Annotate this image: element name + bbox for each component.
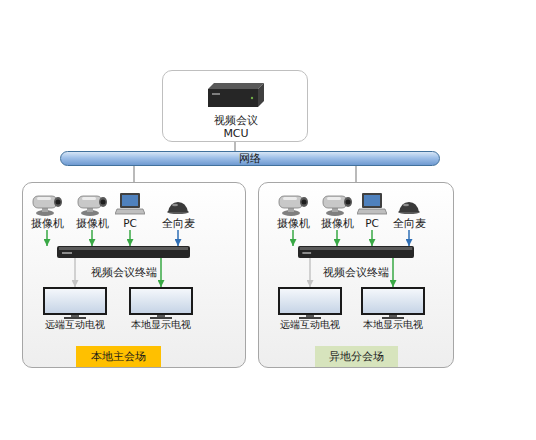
device-label: PC [348, 217, 396, 230]
microphone-icon [166, 200, 190, 214]
tv-icon [43, 287, 107, 319]
terminal-node: 视频会议终端 [57, 246, 190, 258]
mcu-box: 视频会议 MCU [162, 70, 308, 142]
tv-icon [277, 287, 343, 319]
terminal-icon [57, 246, 190, 258]
microphone-node: 全向麦 [158, 192, 198, 230]
camera-icon [319, 192, 355, 216]
laptop-icon [357, 193, 387, 214]
venue-box: 本地主会场摄像机摄像机PC全向麦视频会议终端远端互动电视本地显示电视 [22, 182, 246, 368]
mcu-device [208, 83, 264, 107]
tv-node: 远端互动电视 [277, 287, 343, 331]
venue-tag: 本地主会场 [76, 346, 161, 367]
node-label: 视频会议 MCU [208, 114, 264, 140]
device-label: 摄像机 [311, 217, 363, 230]
tv-label: 远端互动电视 [273, 318, 347, 331]
laptop-icon [115, 193, 145, 214]
camera-icon [74, 192, 110, 216]
tv-icon [360, 287, 426, 319]
venue-tag: 异地分会场 [315, 346, 398, 367]
laptop-icon [115, 192, 145, 216]
tv-node: 本地显示电视 [128, 287, 194, 331]
camera-icon [275, 192, 311, 216]
device-label: 摄像机 [66, 217, 118, 230]
laptop-icon [357, 192, 387, 216]
microphone-icon [167, 202, 189, 214]
network-label: 网络 [61, 152, 439, 165]
venue-box: 异地分会场摄像机摄像机PC全向麦视频会议终端远端互动电视本地显示电视 [258, 182, 454, 368]
camera-node: 摄像机 [317, 192, 357, 230]
microphone-icon [398, 202, 420, 214]
terminal-label: 视频会议终端 [57, 266, 190, 279]
terminal-icon [57, 246, 190, 258]
camera-icon [78, 196, 107, 216]
tv-icon [128, 287, 194, 319]
tv-icon [42, 287, 108, 319]
terminal-icon [298, 246, 414, 258]
pc-node: PC [112, 192, 148, 230]
tv-label: 远端互动电视 [38, 318, 112, 331]
tv-label: 本地显示电视 [124, 318, 198, 331]
camera-icon [279, 196, 308, 216]
device-label: 全向麦 [383, 217, 435, 230]
device-label: PC [106, 217, 154, 230]
device-label: 全向麦 [152, 217, 204, 230]
pc-node: PC [354, 192, 390, 230]
tv-label: 本地显示电视 [356, 318, 430, 331]
camera-icon [29, 192, 65, 216]
network-link [133, 166, 134, 182]
camera-node: 摄像机 [72, 192, 112, 230]
tv-icon [361, 287, 425, 319]
microphone-icon [397, 200, 421, 214]
tv-icon [278, 287, 342, 319]
network-link [355, 166, 356, 182]
device-label: 摄像机 [21, 217, 73, 230]
tv-node: 本地显示电视 [360, 287, 426, 331]
tv-icon [129, 287, 193, 319]
terminal-node: 视频会议终端 [298, 246, 414, 258]
network-band: 网络 [60, 151, 440, 166]
camera-icon [323, 196, 352, 216]
camera-node: 摄像机 [27, 192, 67, 230]
microphone-node: 全向麦 [389, 192, 429, 230]
terminal-label: 视频会议终端 [298, 266, 414, 279]
camera-node: 摄像机 [273, 192, 313, 230]
device-label: 摄像机 [267, 217, 319, 230]
tv-node: 远端互动电视 [42, 287, 108, 331]
mcu-device [206, 81, 266, 109]
camera-icon [33, 196, 62, 216]
terminal-icon [298, 246, 414, 258]
network-link [234, 142, 235, 151]
